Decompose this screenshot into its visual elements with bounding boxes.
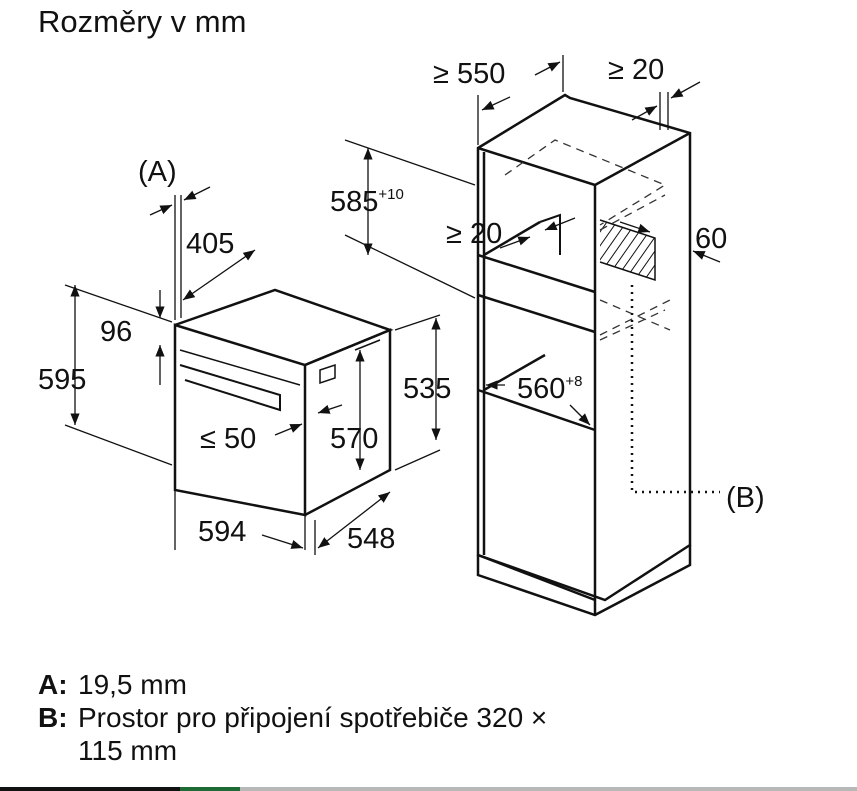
label-594: 594	[198, 516, 246, 548]
label-b-marker: (B)	[726, 482, 765, 514]
label-548: 548	[347, 523, 395, 555]
label-595: 595	[38, 364, 86, 396]
oven-drawing	[173, 288, 394, 517]
label-570: 570	[330, 423, 378, 455]
cabinet-drawing	[476, 93, 692, 617]
label-560: 560+8	[517, 373, 583, 405]
label-96: 96	[100, 316, 132, 348]
strip-dark	[0, 787, 180, 791]
legend-key: A:	[38, 669, 68, 700]
label-ge20-mid: ≥ 20	[446, 218, 502, 250]
page-title: Rozměry v mm	[38, 4, 247, 39]
legend-item-a: A: 19,5 mm	[38, 668, 547, 701]
label-a-marker: (A)	[138, 156, 177, 188]
legend-item-b: B: Prostor pro připojení spotřebiče 320 ×	[38, 701, 547, 734]
label-585: 585+10	[330, 186, 404, 218]
legend: A: 19,5 mm B: Prostor pro připojení spotře…	[38, 668, 547, 767]
bottom-strip	[0, 787, 857, 791]
legend-key: B:	[38, 702, 68, 733]
strip-green	[180, 787, 240, 791]
label-535: 535	[403, 373, 451, 405]
strip-gray	[240, 787, 857, 791]
oven-dimensions	[64, 186, 441, 555]
cabinet-hidden-lines	[504, 139, 671, 341]
label-405: 405	[186, 228, 234, 260]
legend-text-continued: 115 mm	[78, 735, 178, 766]
legend-text: 19,5 mm	[78, 669, 187, 700]
cabinet-dimensions	[344, 55, 721, 426]
label-60: 60	[695, 223, 727, 255]
label-le50: ≤ 50	[200, 423, 256, 455]
label-ge20-top: ≥ 20	[608, 54, 664, 86]
label-ge550: ≥ 550	[433, 58, 505, 90]
legend-text: Prostor pro připojení spotřebiče 320 ×	[78, 702, 548, 733]
dimension-diagram: (A) 405 96 595 ≤ 50 570 535 560+8 594 54…	[38, 54, 765, 617]
